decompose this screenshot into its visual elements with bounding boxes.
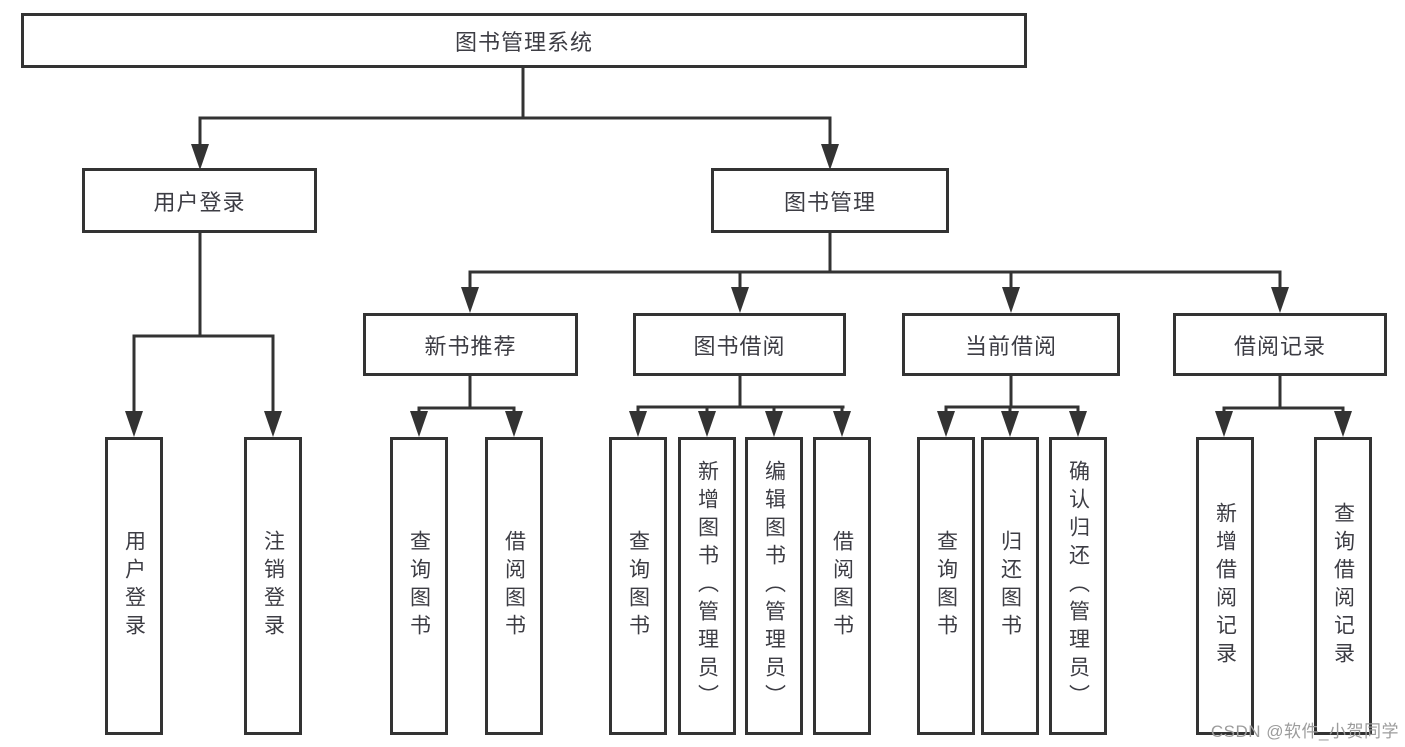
leaf-query-books: 查询图书 bbox=[390, 437, 448, 735]
node-label: 当前借阅 bbox=[964, 333, 1057, 359]
leaf-query-books-3: 查询图书 bbox=[917, 437, 975, 735]
node-book-management: 图书管理 bbox=[711, 168, 949, 233]
leaf-query-borrow-record: 查询借阅记录 bbox=[1314, 437, 1372, 735]
leaf-label: 查询图书 bbox=[934, 530, 958, 642]
leaf-label: 借阅图书 bbox=[830, 530, 854, 642]
node-label: 借阅记录 bbox=[1233, 333, 1326, 359]
node-label: 图书借阅 bbox=[693, 333, 786, 359]
leaf-label: 确认归还（管理员） bbox=[1066, 460, 1090, 712]
node-current-borrow: 当前借阅 bbox=[902, 313, 1120, 376]
leaf-label: 借阅图书 bbox=[502, 530, 526, 642]
node-new-book-recommend: 新书推荐 bbox=[363, 313, 578, 376]
leaf-label: 归还图书 bbox=[998, 530, 1022, 642]
node-label: 图书管理 bbox=[783, 189, 876, 215]
leaf-return-books: 归还图书 bbox=[981, 437, 1039, 735]
leaf-add-books-admin: 新增图书（管理员） bbox=[678, 437, 736, 735]
node-book-borrow: 图书借阅 bbox=[633, 313, 846, 376]
leaf-borrow-books-2: 借阅图书 bbox=[813, 437, 871, 735]
leaf-label: 查询借阅记录 bbox=[1331, 502, 1355, 670]
leaf-add-borrow-record: 新增借阅记录 bbox=[1196, 437, 1254, 735]
node-label: 用户登录 bbox=[153, 189, 246, 215]
node-root-system: 图书管理系统 bbox=[21, 13, 1027, 68]
leaf-logout: 注销登录 bbox=[244, 437, 302, 735]
leaf-confirm-return-admin: 确认归还（管理员） bbox=[1049, 437, 1107, 735]
leaf-label: 新增图书（管理员） bbox=[695, 460, 719, 712]
leaf-label: 查询图书 bbox=[626, 530, 650, 642]
node-label: 新书推荐 bbox=[424, 333, 517, 359]
csdn-watermark: CSDN @软件_小贺同学 bbox=[1210, 722, 1399, 741]
leaf-query-books-2: 查询图书 bbox=[609, 437, 667, 735]
leaf-label: 新增借阅记录 bbox=[1213, 502, 1237, 670]
leaf-label: 编辑图书（管理员） bbox=[762, 460, 786, 712]
leaf-label: 注销登录 bbox=[261, 530, 285, 642]
leaf-label: 查询图书 bbox=[407, 530, 431, 642]
leaf-label: 用户登录 bbox=[122, 530, 146, 642]
node-root-label: 图书管理系统 bbox=[454, 29, 593, 55]
leaf-borrow-books: 借阅图书 bbox=[485, 437, 543, 735]
leaf-user-login: 用户登录 bbox=[105, 437, 163, 735]
node-user-login: 用户登录 bbox=[82, 168, 317, 233]
node-borrow-record: 借阅记录 bbox=[1173, 313, 1387, 376]
leaf-edit-books-admin: 编辑图书（管理员） bbox=[745, 437, 803, 735]
